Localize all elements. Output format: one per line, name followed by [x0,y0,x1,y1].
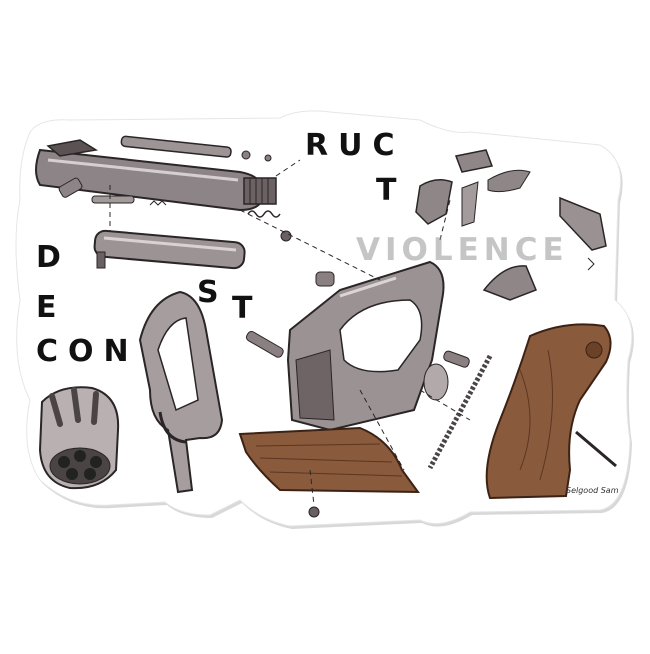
right-grip-panel-part [485,323,617,500]
cylinder-part [38,386,120,490]
left-grip-panel-part [238,426,420,494]
artist-signature: Selgood Sam [566,486,619,495]
receiver-frame-part [286,260,445,432]
hammer-parts [415,149,607,301]
word-e: E [36,290,67,325]
word-s: S [197,275,229,310]
word-con: CON [36,334,139,369]
word-t2: T [232,291,263,326]
barrel-part [35,139,277,212]
word-ruc: RUC [305,128,405,163]
screw-parts [245,230,470,518]
assembly-guides [109,159,471,506]
ejector-housing-part [93,229,246,270]
ejector-rod-part [120,135,272,162]
word-d: D [36,240,71,275]
word-t: T [376,173,407,208]
word-violence: VIOLENCE [356,232,569,268]
grip-frame-part [138,290,224,494]
pin-parts [58,177,281,218]
